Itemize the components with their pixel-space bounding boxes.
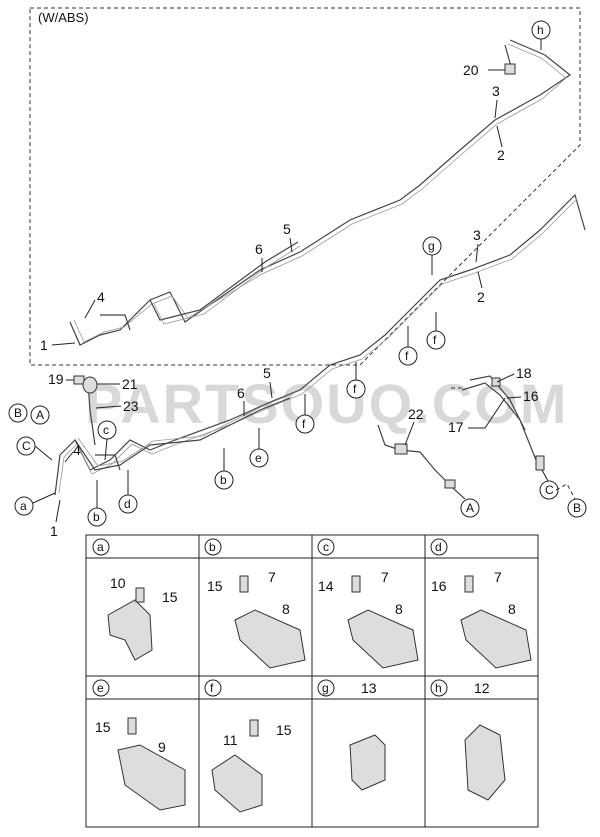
cell-f: f 11 15 <box>204 679 292 813</box>
cell-c: c 14 7 8 <box>317 538 419 669</box>
letter-A-left <box>30 405 50 425</box>
cell-f-part-15: 15 <box>276 722 292 738</box>
svg-text:B: B <box>14 406 22 420</box>
cell-a-part-15: 15 <box>162 589 178 605</box>
svg-text:f: f <box>302 417 306 431</box>
callout-upper-3: 3 <box>492 83 500 99</box>
letter-C-right <box>539 480 559 500</box>
svg-text:f: f <box>210 681 214 695</box>
cell-d-part-8: 8 <box>508 601 516 617</box>
callout-18: 18 <box>516 365 532 381</box>
cell-e-part-9: 9 <box>158 739 166 755</box>
letter-a <box>14 496 34 516</box>
callout-16: 16 <box>523 388 539 404</box>
callout-lower-23: 23 <box>123 398 139 414</box>
watermark: PARTSOUQ.COM <box>85 372 568 435</box>
callout-upper-5: 5 <box>283 221 291 237</box>
bolt-19 <box>73 375 85 385</box>
cell-d-part-7: 7 <box>494 569 502 585</box>
svg-text:b: b <box>209 540 216 554</box>
svg-text:c: c <box>323 540 329 554</box>
letter-A-right <box>460 498 480 518</box>
grommet-21 <box>82 376 98 394</box>
cell-e: e 15 9 <box>92 679 186 811</box>
callout-lower-21: 21 <box>122 376 138 392</box>
cell-d-part-16: 16 <box>431 578 447 594</box>
cell-g: g 13 <box>317 679 386 791</box>
callout-upper-4: 4 <box>97 289 105 305</box>
svg-text:g: g <box>428 239 435 253</box>
cell-d: d 16 7 8 <box>430 538 532 669</box>
svg-text:f: f <box>405 349 409 363</box>
letter-B-right <box>567 498 587 518</box>
callout-lower-2: 2 <box>477 289 485 305</box>
detail-grid <box>85 534 539 828</box>
callout-upper-6: 6 <box>255 241 263 257</box>
svg-text:C: C <box>22 439 31 453</box>
cell-c-part-8: 8 <box>395 601 403 617</box>
callout-upper-1: 1 <box>40 337 48 353</box>
callout-upper-2: 2 <box>497 147 505 163</box>
location-markers: a b c d b e f f f f g B A <box>8 236 587 527</box>
svg-text:c: c <box>103 423 109 437</box>
svg-text:A: A <box>466 501 474 515</box>
cell-c-part-14: 14 <box>318 578 334 594</box>
svg-text:d: d <box>435 540 442 554</box>
callout-lower-1: 1 <box>50 523 58 539</box>
cell-c-part-7: 7 <box>381 569 389 585</box>
cell-b-part-8: 8 <box>282 601 290 617</box>
svg-text:d: d <box>124 497 131 511</box>
cell-f-part-11: 11 <box>223 732 238 748</box>
cell-g-part-13: 13 <box>361 680 377 696</box>
svg-text:a: a <box>97 540 104 554</box>
abs-boundary <box>29 7 581 366</box>
svg-text:b: b <box>220 473 227 487</box>
cell-b-part-15: 15 <box>207 578 223 594</box>
cell-h: h 12 <box>430 679 506 801</box>
callout-lower-6: 6 <box>237 385 245 401</box>
callout-lower-19: 19 <box>48 371 64 387</box>
hose-assembly-16-17-18 <box>461 375 545 471</box>
cell-h-part-12: 12 <box>474 680 490 696</box>
svg-text:C: C <box>545 483 554 497</box>
svg-text:e: e <box>97 681 104 695</box>
svg-text:a: a <box>20 499 27 513</box>
lower-brake-pipe-assembly <box>54 193 586 496</box>
callout-17: 17 <box>448 419 464 435</box>
svg-text:h: h <box>435 681 442 695</box>
cell-a-part-10: 10 <box>110 575 126 591</box>
letter-B-left <box>8 403 28 423</box>
upper-brake-pipe-assembly <box>69 39 572 346</box>
svg-text:h: h <box>537 23 544 37</box>
svg-text:f: f <box>433 333 437 347</box>
svg-text:f: f <box>353 382 357 396</box>
clip-20 <box>504 63 516 75</box>
cell-e-part-15: 15 <box>95 719 111 735</box>
callout-lower-3: 3 <box>473 227 481 243</box>
callout-upper-20: 20 <box>463 62 479 78</box>
svg-text:b: b <box>93 510 100 524</box>
cell-b: b 15 7 8 <box>204 538 306 669</box>
svg-text:B: B <box>573 501 581 515</box>
callout-lower-4: 4 <box>73 442 81 458</box>
hose-assembly-22 <box>377 424 456 491</box>
callout-lower-5: 5 <box>263 365 271 381</box>
abs-note: (W/ABS) <box>38 10 89 25</box>
svg-text:g: g <box>322 681 329 695</box>
cell-b-part-7: 7 <box>268 569 276 585</box>
callout-22: 22 <box>408 406 424 422</box>
svg-text:e: e <box>255 451 262 465</box>
cell-a: a 10 15 <box>92 538 178 661</box>
svg-text:A: A <box>36 408 44 422</box>
